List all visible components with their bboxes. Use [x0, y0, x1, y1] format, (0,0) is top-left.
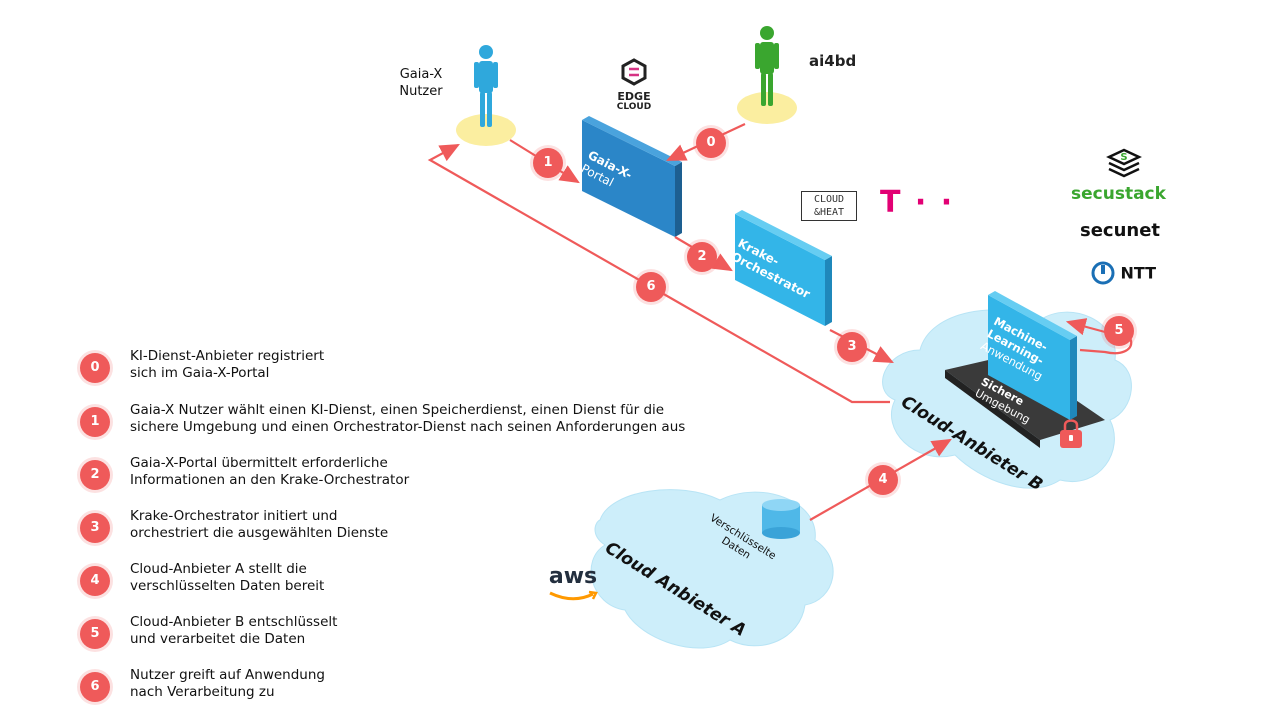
secustack-logo: secustack: [1071, 184, 1166, 204]
legend-text-line2: und verarbeitet die Daten: [130, 631, 306, 647]
legend-text-line2: orchestriert die ausgewählten Dienste: [130, 525, 389, 541]
user-label-line2: Nutzer: [399, 84, 443, 99]
legend-badge: 4: [80, 566, 110, 596]
database-icon: [762, 499, 800, 539]
legend-text-line2: Informationen an den Krake-Orchestrator: [130, 472, 410, 488]
telekom-logo: T · ·: [880, 185, 955, 220]
krake-orchestrator-panel: [735, 210, 832, 326]
step-badge-0: 0: [696, 128, 726, 158]
legend-text: Cloud-Anbieter A stellt die verschlüssel…: [130, 561, 324, 595]
legend-item-1: 1 Gaia-X Nutzer wählt einen KI-Dienst, e…: [80, 402, 780, 442]
step-badge-2: 2: [687, 242, 717, 272]
secustack-icon: S: [1105, 148, 1143, 185]
secure-environment-platform: [945, 355, 1105, 448]
arrow-step-5: [1065, 318, 1106, 336]
legend-text: Cloud-Anbieter B entschlüsselt und verar…: [130, 614, 337, 648]
legend-text-line2: nach Verarbeitung zu: [130, 684, 275, 700]
gaia-x-portal-panel: [582, 116, 682, 237]
legend-item-4: 4 Cloud-Anbieter A stellt die verschlüss…: [80, 561, 780, 601]
step-badge-1: 1: [533, 148, 563, 178]
user-person-icon: [474, 45, 498, 127]
step-badge-4: 4: [868, 465, 898, 495]
ml-application-panel: [988, 291, 1077, 420]
aws-logo-text: aws: [548, 564, 598, 589]
edge-cloud-logo: EDGE CLOUD: [612, 58, 656, 112]
cloud-and-heat-line1: CLOUD: [813, 194, 845, 205]
aws-logo: aws: [545, 565, 601, 607]
ai4bd-logo: ai4bd: [809, 52, 857, 70]
legend-text-line1: Gaia-X Nutzer wählt einen KI-Dienst, ein…: [130, 402, 665, 418]
step-badge-3: 3: [837, 332, 867, 362]
legend-text-line1: Cloud-Anbieter A stellt die: [130, 561, 307, 577]
ntt-logo: NTT: [1090, 260, 1156, 286]
cloud-and-heat-logo: CLOUD &HEAT: [801, 191, 857, 221]
legend-badge: 3: [80, 513, 110, 543]
ntt-logo-text: NTT: [1120, 263, 1157, 283]
legend-text-line2: sichere Umgebung und einen Orchestrator-…: [130, 419, 686, 435]
step-badge-6: 6: [636, 272, 666, 302]
legend-badge: 1: [80, 407, 110, 437]
step-badge-5: 5: [1104, 316, 1134, 346]
edge-cloud-logo-line2: CLOUD: [616, 102, 652, 112]
ntt-icon: [1091, 261, 1115, 285]
legend-item-0: 0 KI-Dienst-Anbieter registriert sich im…: [80, 348, 780, 388]
legend-text-line1: Cloud-Anbieter B entschlüsselt: [130, 614, 338, 630]
user-label-line1: Gaia-X: [399, 67, 443, 82]
legend-text-line2: verschlüsselten Daten bereit: [130, 578, 325, 594]
legend-item-3: 3 Krake-Orchestrator initiert und orches…: [80, 508, 780, 548]
edge-cloud-icon: [621, 58, 647, 86]
legend-badge: 0: [80, 353, 110, 383]
provider-platform: [737, 92, 797, 124]
legend-badge: 2: [80, 460, 110, 490]
legend-item-2: 2 Gaia-X-Portal übermittelt erforderlich…: [80, 455, 780, 495]
legend-text-line1: Nutzer greift auf Anwendung: [130, 667, 325, 683]
svg-text:S: S: [1120, 152, 1127, 163]
legend-item-6: 6 Nutzer greift auf Anwendung nach Verar…: [80, 667, 780, 707]
aws-smile-icon: [549, 590, 598, 601]
legend-text-line1: Krake-Orchestrator initiert und: [130, 508, 338, 524]
legend-text: Nutzer greift auf Anwendung nach Verarbe…: [130, 667, 325, 701]
legend-text-line1: KI-Dienst-Anbieter registriert: [130, 348, 325, 364]
legend-badge: 5: [80, 619, 110, 649]
service-provider-person-icon: [755, 26, 779, 106]
legend-text-line1: Gaia-X-Portal übermittelt erforderliche: [130, 455, 388, 471]
user-platform: [456, 114, 516, 146]
legend-item-5: 5 Cloud-Anbieter B entschlüsselt und ver…: [80, 614, 780, 654]
legend-text: Gaia-X-Portal übermittelt erforderliche …: [130, 455, 409, 489]
cloud-and-heat-line2: &HEAT: [813, 207, 845, 218]
secunet-logo: secunet: [1080, 220, 1161, 241]
edge-cloud-logo-line1: EDGE: [617, 90, 651, 103]
legend-text: Gaia-X Nutzer wählt einen KI-Dienst, ein…: [130, 402, 685, 436]
lock-icon: [1060, 419, 1082, 448]
legend-text-line2: sich im Gaia-X-Portal: [130, 365, 270, 381]
legend-badge: 6: [80, 672, 110, 702]
legend-text: Krake-Orchestrator initiert und orchestr…: [130, 508, 388, 542]
user-label: Gaia-X Nutzer: [395, 66, 447, 100]
legend-text: KI-Dienst-Anbieter registriert sich im G…: [130, 348, 324, 382]
